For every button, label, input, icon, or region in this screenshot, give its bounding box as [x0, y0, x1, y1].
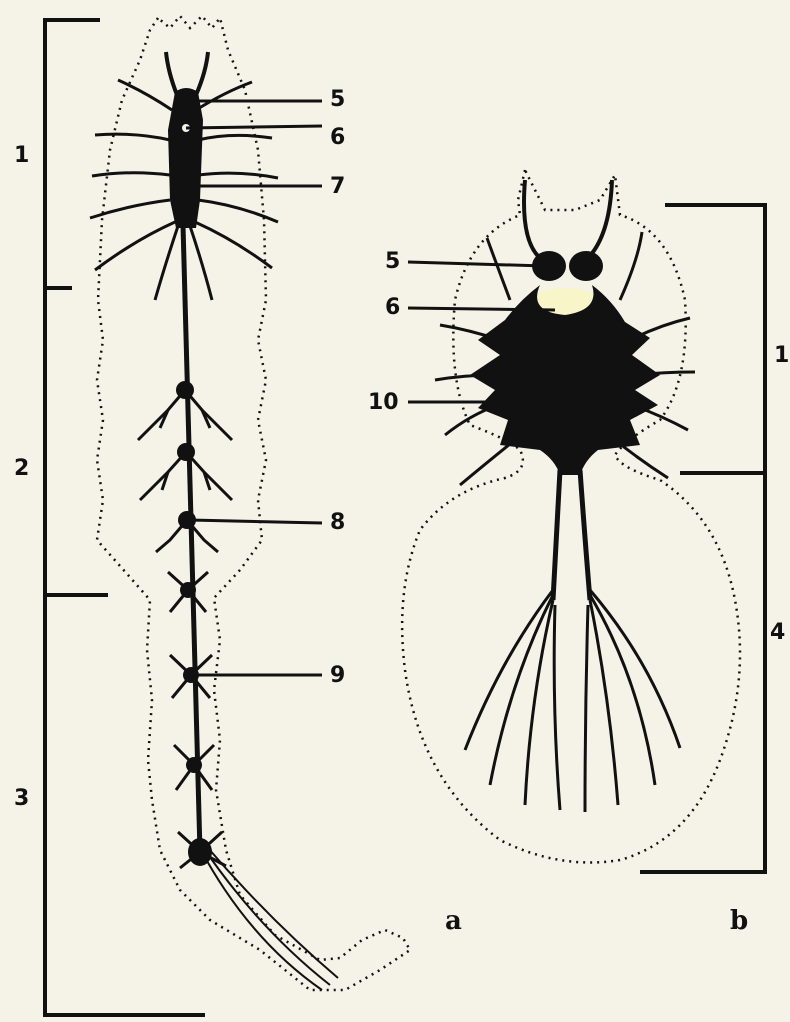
region-label-head: 1	[14, 145, 29, 167]
callout-label-10: 10	[368, 392, 399, 414]
figure-b-region-brackets	[640, 205, 765, 872]
callout-label-7a: 7	[330, 176, 345, 198]
panel-letter-a: a	[445, 908, 462, 934]
callout-label-8: 8	[330, 512, 345, 534]
callout-label-5b: 5	[385, 251, 400, 273]
callout-label-5a: 5	[330, 89, 345, 111]
figure-a-callout-leaders	[186, 101, 322, 675]
figure-a-thoracic-ganglia	[138, 381, 232, 552]
callout-label-6a: 6	[330, 127, 345, 149]
callout-label-6b: 6	[385, 297, 400, 319]
figure-a-brain	[168, 88, 203, 228]
figure-b-connectives	[553, 470, 590, 600]
figure-a-body-outline	[97, 16, 410, 990]
figure-a	[45, 16, 410, 1015]
figure-b-head-outline	[402, 170, 740, 863]
figure-a-tail-nerves	[202, 848, 338, 990]
region-label-b-abdomen: 4	[770, 622, 785, 644]
figure-b-antennae	[524, 180, 612, 258]
panel-letter-b: b	[730, 908, 748, 934]
callout-label-9: 9	[330, 665, 345, 687]
figure-b	[402, 170, 765, 872]
region-label-b-head: 1	[774, 345, 789, 367]
region-label-thorax: 2	[14, 458, 29, 480]
figure-b-nerve-fan	[465, 590, 680, 812]
region-label-abdomen: 3	[14, 788, 29, 810]
